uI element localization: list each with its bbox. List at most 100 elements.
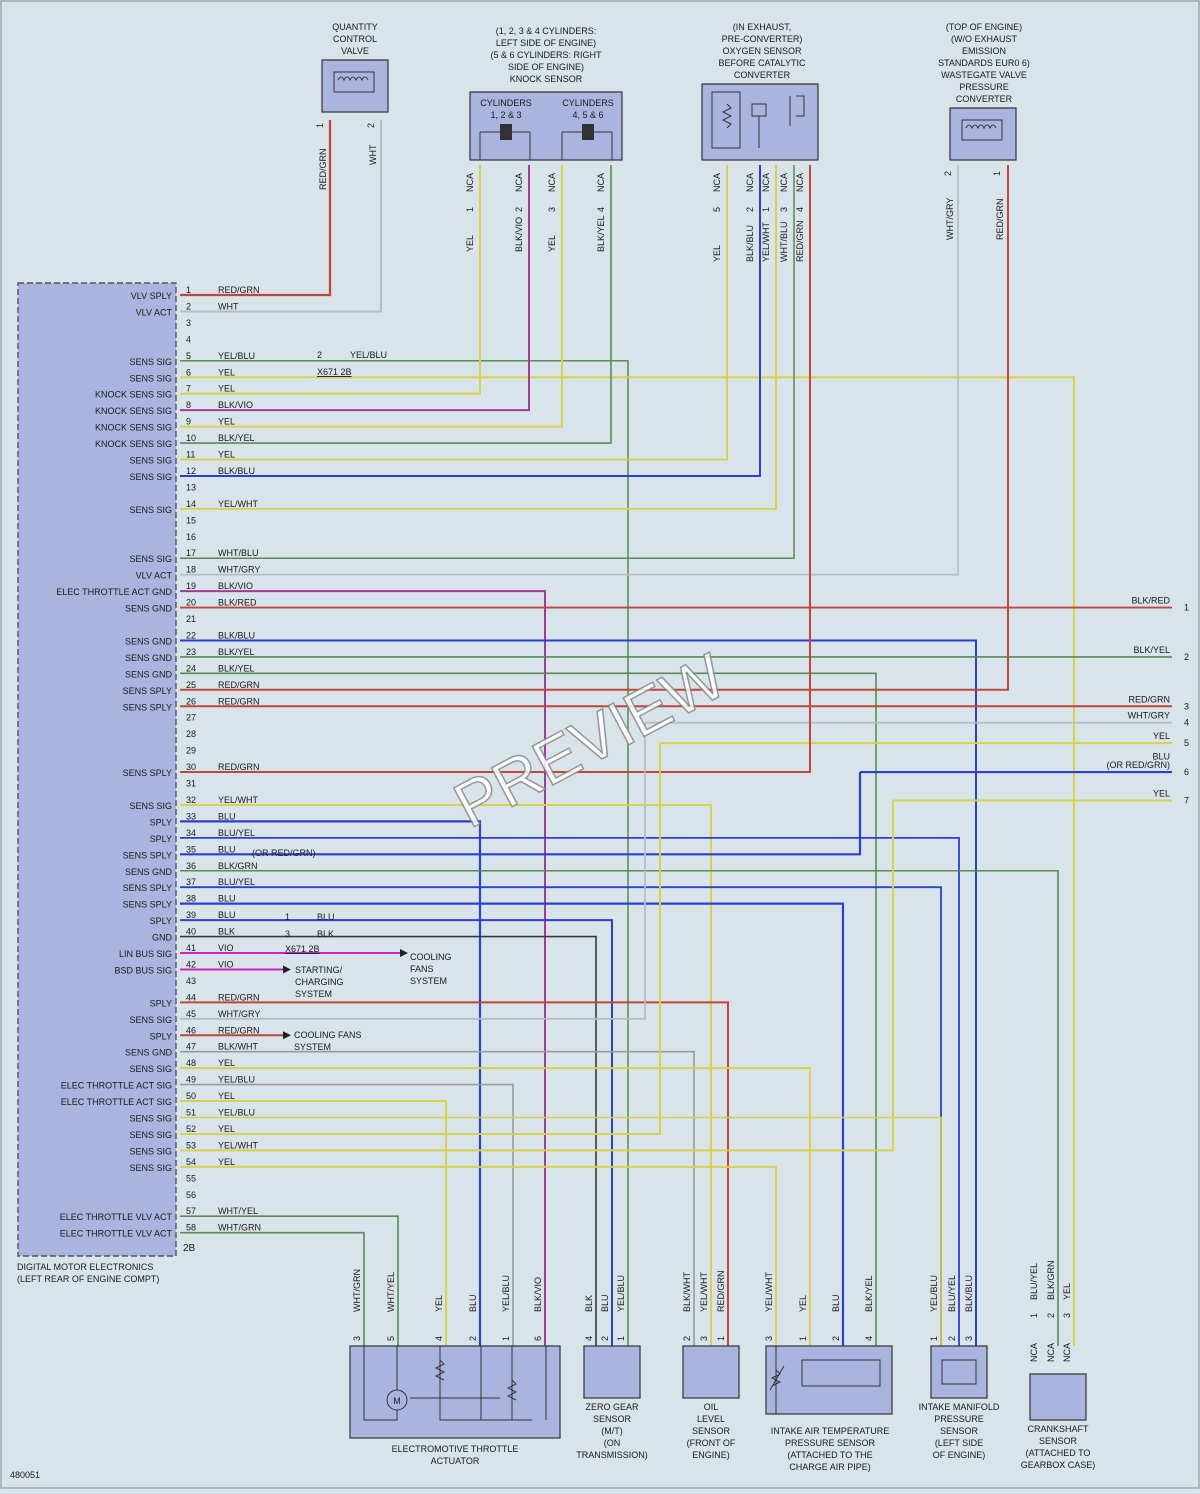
ecm-pin-wire-color: RED/GRN (218, 680, 260, 690)
zero-gear-title-2: SENSOR (593, 1414, 632, 1424)
quantity-control-valve: QUANTITY CONTROL VALVE 1 2 RED/GRN WHT (315, 22, 389, 190)
ecm-pin-wire-color: YEL (218, 1157, 235, 1167)
wire-pin18 (180, 165, 959, 576)
ecm-pin-label: SENS SIG (129, 1064, 172, 1074)
ecm-pin-wire-color: BLK/RED (218, 598, 257, 608)
zero-gear-pin-number: 1 (616, 1336, 626, 1341)
ecm-pin-wire-color: YEL (218, 450, 235, 460)
ecm-pin-number: 46 (186, 1025, 196, 1035)
o2-pin-wire: YEL/WHT (761, 221, 771, 262)
wire-pin50 (180, 1100, 447, 1346)
ecm-pin-number: 10 (186, 433, 196, 443)
knock-pin-wire: YEL (547, 235, 557, 252)
ecm-pin-label: ELEC THROTTLE ACT SIG (61, 1097, 172, 1107)
ecm-pin-label: SENS SIG (129, 456, 172, 466)
wire-pin24 (180, 672, 877, 1346)
note-cooling-fans-2: FANS (410, 964, 434, 974)
wg-wire1: RED/GRN (995, 198, 1005, 240)
wire-pin52 (180, 743, 661, 1135)
wire-pin47 (180, 1050, 695, 1346)
ecm-pin-label: SENS SPLY (123, 900, 172, 910)
o2-box (701, 83, 819, 161)
ecm-pin-number: 52 (186, 1124, 196, 1134)
qcv-coil-winding (337, 76, 369, 82)
map-title-3: SENSOR (940, 1426, 979, 1436)
ecm-pin-wire-color: BLU (218, 844, 236, 854)
ecm-pin-number: 26 (186, 696, 196, 706)
ecm-pin-label: SPLY (150, 1031, 172, 1041)
zero-gear-pin-wire: BLU (600, 1294, 610, 1312)
ecm-pin-number: 58 (186, 1223, 196, 1233)
map-box (930, 1345, 988, 1399)
ecm-pin-number: 30 (186, 762, 196, 772)
ecm-pin-wire-color: YEL/BLU (218, 351, 255, 361)
throttle-internal-circuit (363, 1346, 547, 1421)
ecm-pin-number: 19 (186, 581, 196, 591)
ecm-pin-number: 21 (186, 614, 196, 624)
knock-element-left (500, 124, 512, 140)
wire-pin8 (180, 165, 530, 412)
throttle-pin-wire: YEL/BLU (501, 1275, 511, 1312)
right-edge-wire-label: BLK/YEL (1133, 645, 1170, 655)
splice-bottom-pin-b: 3 (285, 929, 290, 939)
right-edge-number: 7 (1184, 796, 1189, 806)
o2-title-4: BEFORE CATALYTIC (718, 58, 806, 68)
knock-title-1: (1, 2, 3 & 4 CYLINDERS: (496, 26, 597, 36)
ecm-pin-wire-color: YEL (218, 417, 235, 427)
ecm-pin-label: GND (152, 933, 173, 943)
wg-title-1: (TOP OF ENGINE) (946, 22, 1022, 32)
ecm-pin-wire-color: BLK/VIO (218, 400, 253, 410)
ecm-pin-wire-color: BLU (218, 811, 236, 821)
ecm-pin-wire-color: BLU/YEL (218, 828, 255, 838)
knock-sensor: (1, 2, 3 & 4 CYLINDERS: LEFT SIDE OF ENG… (469, 26, 623, 161)
qcv-box (321, 59, 389, 113)
wire-pin36 (180, 869, 1059, 1346)
oxygen-sensor: (IN EXHAUST, PRE-CONVERTER) OXYGEN SENSO… (701, 22, 819, 161)
ecm-pin-wire-color: WHT/GRN (218, 1223, 261, 1233)
right-edge-wire-label: YEL (1153, 789, 1170, 799)
ecm-pin-label: VLV SPLY (131, 291, 172, 301)
zero-gear-title-1: ZERO GEAR (585, 1402, 639, 1412)
wire-pin22 (180, 639, 977, 1346)
ecm-pin-number: 40 (186, 927, 196, 937)
map-title-5: OF ENGINE) (933, 1450, 986, 1460)
ecm-pin-wire-color: BLK/WHT (218, 1042, 259, 1052)
oil-pin-number: 1 (716, 1336, 726, 1341)
iat-pin-wire: BLK/YEL (864, 1275, 874, 1312)
ecm-pin-wire-color: YEL/WHT (218, 1140, 259, 1150)
ecm-pin-number: 34 (186, 828, 196, 838)
crankshaft-sensor: CRANKSHAFT SENSOR (ATTACHED TO GEARBOX C… (1021, 1373, 1095, 1470)
throttle-pin-number: 6 (533, 1336, 543, 1341)
ecm-pin-wire-color: RED/GRN (218, 762, 260, 772)
throttle-pin-number: 2 (468, 1336, 478, 1341)
note-starting-1: STARTING/ (295, 965, 343, 975)
knock-left-label-2: 1, 2 & 3 (490, 110, 521, 120)
iat-pin-wire: BLU (831, 1294, 841, 1312)
ecm-pin-label: SENS GND (125, 669, 173, 679)
wire-pin17 (180, 165, 795, 559)
iat-title-3: (ATTACHED TO THE (787, 1450, 872, 1460)
ecm-pin-label: VLV ACT (136, 571, 173, 581)
ecm-pin-wire-color: RED/GRN (218, 285, 260, 295)
wire-pin58 (180, 1231, 365, 1346)
crank-pin-wire: BLK/GRN (1046, 1260, 1056, 1300)
knock-title-4: SIDE OF ENGINE) (508, 62, 584, 72)
ecm-pin-wire-color: BLU (218, 894, 236, 904)
electromotive-throttle-actuator: M ELECTROMOTIVE THROTTLE ACTUATOR (349, 1345, 561, 1466)
crank-nca: NCA (1046, 1343, 1056, 1362)
ecm-pin-label: SENS GND (125, 604, 173, 614)
wire-pin49 (180, 1083, 514, 1346)
ecm-pin-number: 45 (186, 1009, 196, 1019)
throttle-motor-label: M (393, 1396, 401, 1406)
ecm-pin-number: 8 (186, 400, 191, 410)
wg-title-7: CONVERTER (956, 94, 1013, 104)
ecm-pin-label: ELEC THROTTLE ACT SIG (61, 1081, 172, 1091)
oil-pin-wire: RED/GRN (716, 1270, 726, 1312)
ecm-pin-number: 39 (186, 910, 196, 920)
right-edge-wire-label: YEL (1153, 731, 1170, 741)
ecm-pin-wire-color: BLK/BLU (218, 630, 255, 640)
ecm-pin-wire-color: WHT (218, 301, 239, 311)
right-edge-number: 2 (1184, 652, 1189, 662)
